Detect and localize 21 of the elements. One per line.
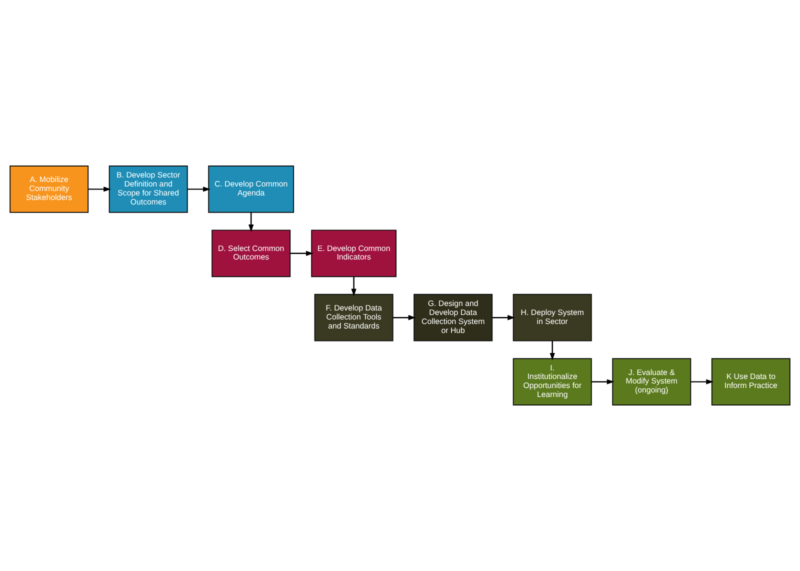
node-box: H. Deploy System in Sector	[512, 294, 592, 342]
node-box: D. Select Common Outcomes	[212, 230, 291, 278]
arrow	[290, 250, 314, 256]
node-box: G. Design and Develop Data Collection System or Hub	[414, 294, 493, 342]
node-box: K Use Data to Inform Practice	[711, 358, 790, 406]
node-box: F. Develop Data Collection Tools and Standards	[314, 294, 394, 342]
node-box: E. Develop Common Indicators	[311, 230, 397, 278]
node-box: A. Mobilize Community Stakeholders	[10, 165, 89, 213]
arrow	[492, 315, 516, 320]
arrow	[690, 379, 714, 384]
node-box: J. Evaluate & Modify System (ongoing)	[612, 358, 692, 406]
arrow	[392, 315, 416, 320]
arrow	[351, 276, 356, 296]
arrow	[550, 340, 555, 360]
node-box: I. Institutionalize Opportunities for Learning	[512, 358, 592, 406]
arrow	[187, 186, 210, 192]
node-box: C. Develop Common Agenda	[208, 165, 294, 213]
arrow	[88, 186, 112, 192]
arrow	[248, 212, 254, 232]
node-box: B. Develop Sector Definition and Scope for Shared Outcomes	[108, 165, 188, 213]
arrow	[592, 379, 614, 384]
